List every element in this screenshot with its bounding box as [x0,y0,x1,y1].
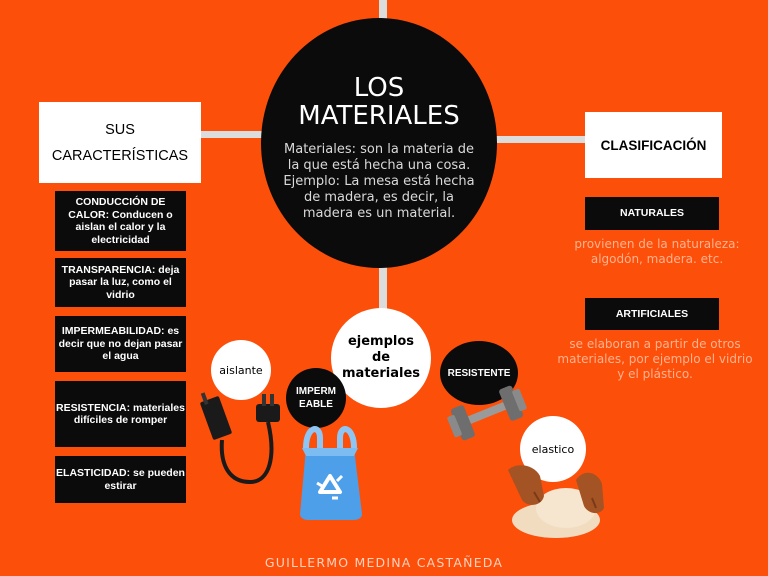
hub-definition: Materiales: son la materia de la que est… [283,142,475,221]
characteristic-impermeability: IMPERMEABILIDAD: es decir que no dejan p… [55,316,186,372]
classification-artificial-label: ARTIFICIALES [585,298,719,330]
characteristic-resistance: RESISTENCIA: materiales difíciles de rom… [55,381,186,447]
connector-right [490,136,586,143]
characteristic-transparency: TRANSPARENCIA: deja pasar la luz, como e… [55,258,186,307]
author-credit: GUILLERMO MEDINA CASTAÑEDA [264,555,504,570]
characteristic-elasticity: ELASTICIDAD: se pueden estirar [55,456,186,503]
dumbbell-icon [447,385,527,441]
classification-natural-desc: provienen de la naturaleza: algodón, mad… [574,237,740,266]
characteristic-heat-conduction: CONDUCCIÓN DE CALOR: Conducen o aislan e… [55,191,186,251]
connector-left [198,131,268,138]
charger-icon [200,392,280,485]
characteristics-header-label: SUS CARACTERÍSTICAS [51,121,189,164]
examples-center-circle: ejemplos de materiales [331,308,431,408]
classification-artificial-desc: se elaboran a partir de otros materiales… [557,337,753,381]
connector-bottom [379,262,387,314]
connector-top [379,0,387,22]
characteristics-header: SUS CARACTERÍSTICAS [39,102,201,183]
classification-header: CLASIFICACIÓN [585,112,722,178]
example-waterproof-circle: IMPERM EABLE [286,368,346,428]
dough-icon [508,465,604,538]
plastic-bag-icon [300,426,362,520]
classification-header-label: CLASIFICACIÓN [600,137,707,153]
hub-title: LOS MATERIALES [298,73,460,131]
classification-natural-label: NATURALES [585,197,719,230]
central-hub: LOS MATERIALES Materiales: son la materi… [261,18,497,268]
example-insulator-circle: aislante [211,340,271,400]
